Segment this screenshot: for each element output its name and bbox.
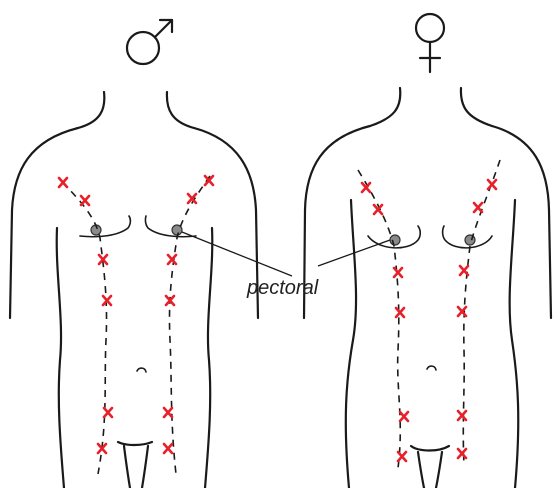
male-navel [137,368,146,372]
female-markers [362,180,496,461]
male-neck-left [78,92,104,128]
male-left-arm [10,128,78,318]
x-marker [488,180,496,189]
x-marker [398,452,406,461]
male-torso-left [57,228,64,488]
x-marker [104,408,112,417]
x-marker [474,203,482,212]
male-symbol-icon [127,20,172,64]
x-marker [394,268,402,277]
female-crotch [411,446,449,451]
x-marker [460,266,468,275]
male-leg-left [124,446,130,488]
x-marker [458,411,466,420]
pectoral-label: pectoral [246,277,319,299]
female-neck-left [370,88,400,126]
x-marker [168,255,176,264]
female-dashed-line-left [358,170,400,468]
leader-line-male [182,232,292,276]
female-neck-right [461,88,492,126]
male-pectoral-left [80,216,130,237]
x-marker [81,196,89,205]
female-navel [427,366,436,370]
male-dashed-line-left [62,182,107,474]
female-figure [304,14,551,488]
female-nipple-left [390,235,400,245]
female-symbol-icon [416,14,444,72]
female-right-arm [492,126,551,318]
x-marker [164,444,172,453]
male-dashed-line-right [169,176,210,474]
x-marker [59,178,67,187]
male-figure [10,20,258,488]
male-pectoral-right [145,216,196,237]
x-marker [400,412,408,421]
female-leg-right [436,452,442,488]
x-marker [458,449,466,458]
x-marker [396,308,404,317]
x-marker [164,408,172,417]
female-nipple-right [465,235,475,245]
male-markers [59,176,213,453]
male-neck-right [167,92,194,128]
female-leg-left [418,452,424,488]
female-torso-right [510,200,519,488]
male-leg-right [142,446,148,488]
female-torso-left [346,200,356,488]
male-torso-right [205,228,212,488]
male-crotch [118,442,152,445]
female-dashed-line-right [463,160,500,466]
